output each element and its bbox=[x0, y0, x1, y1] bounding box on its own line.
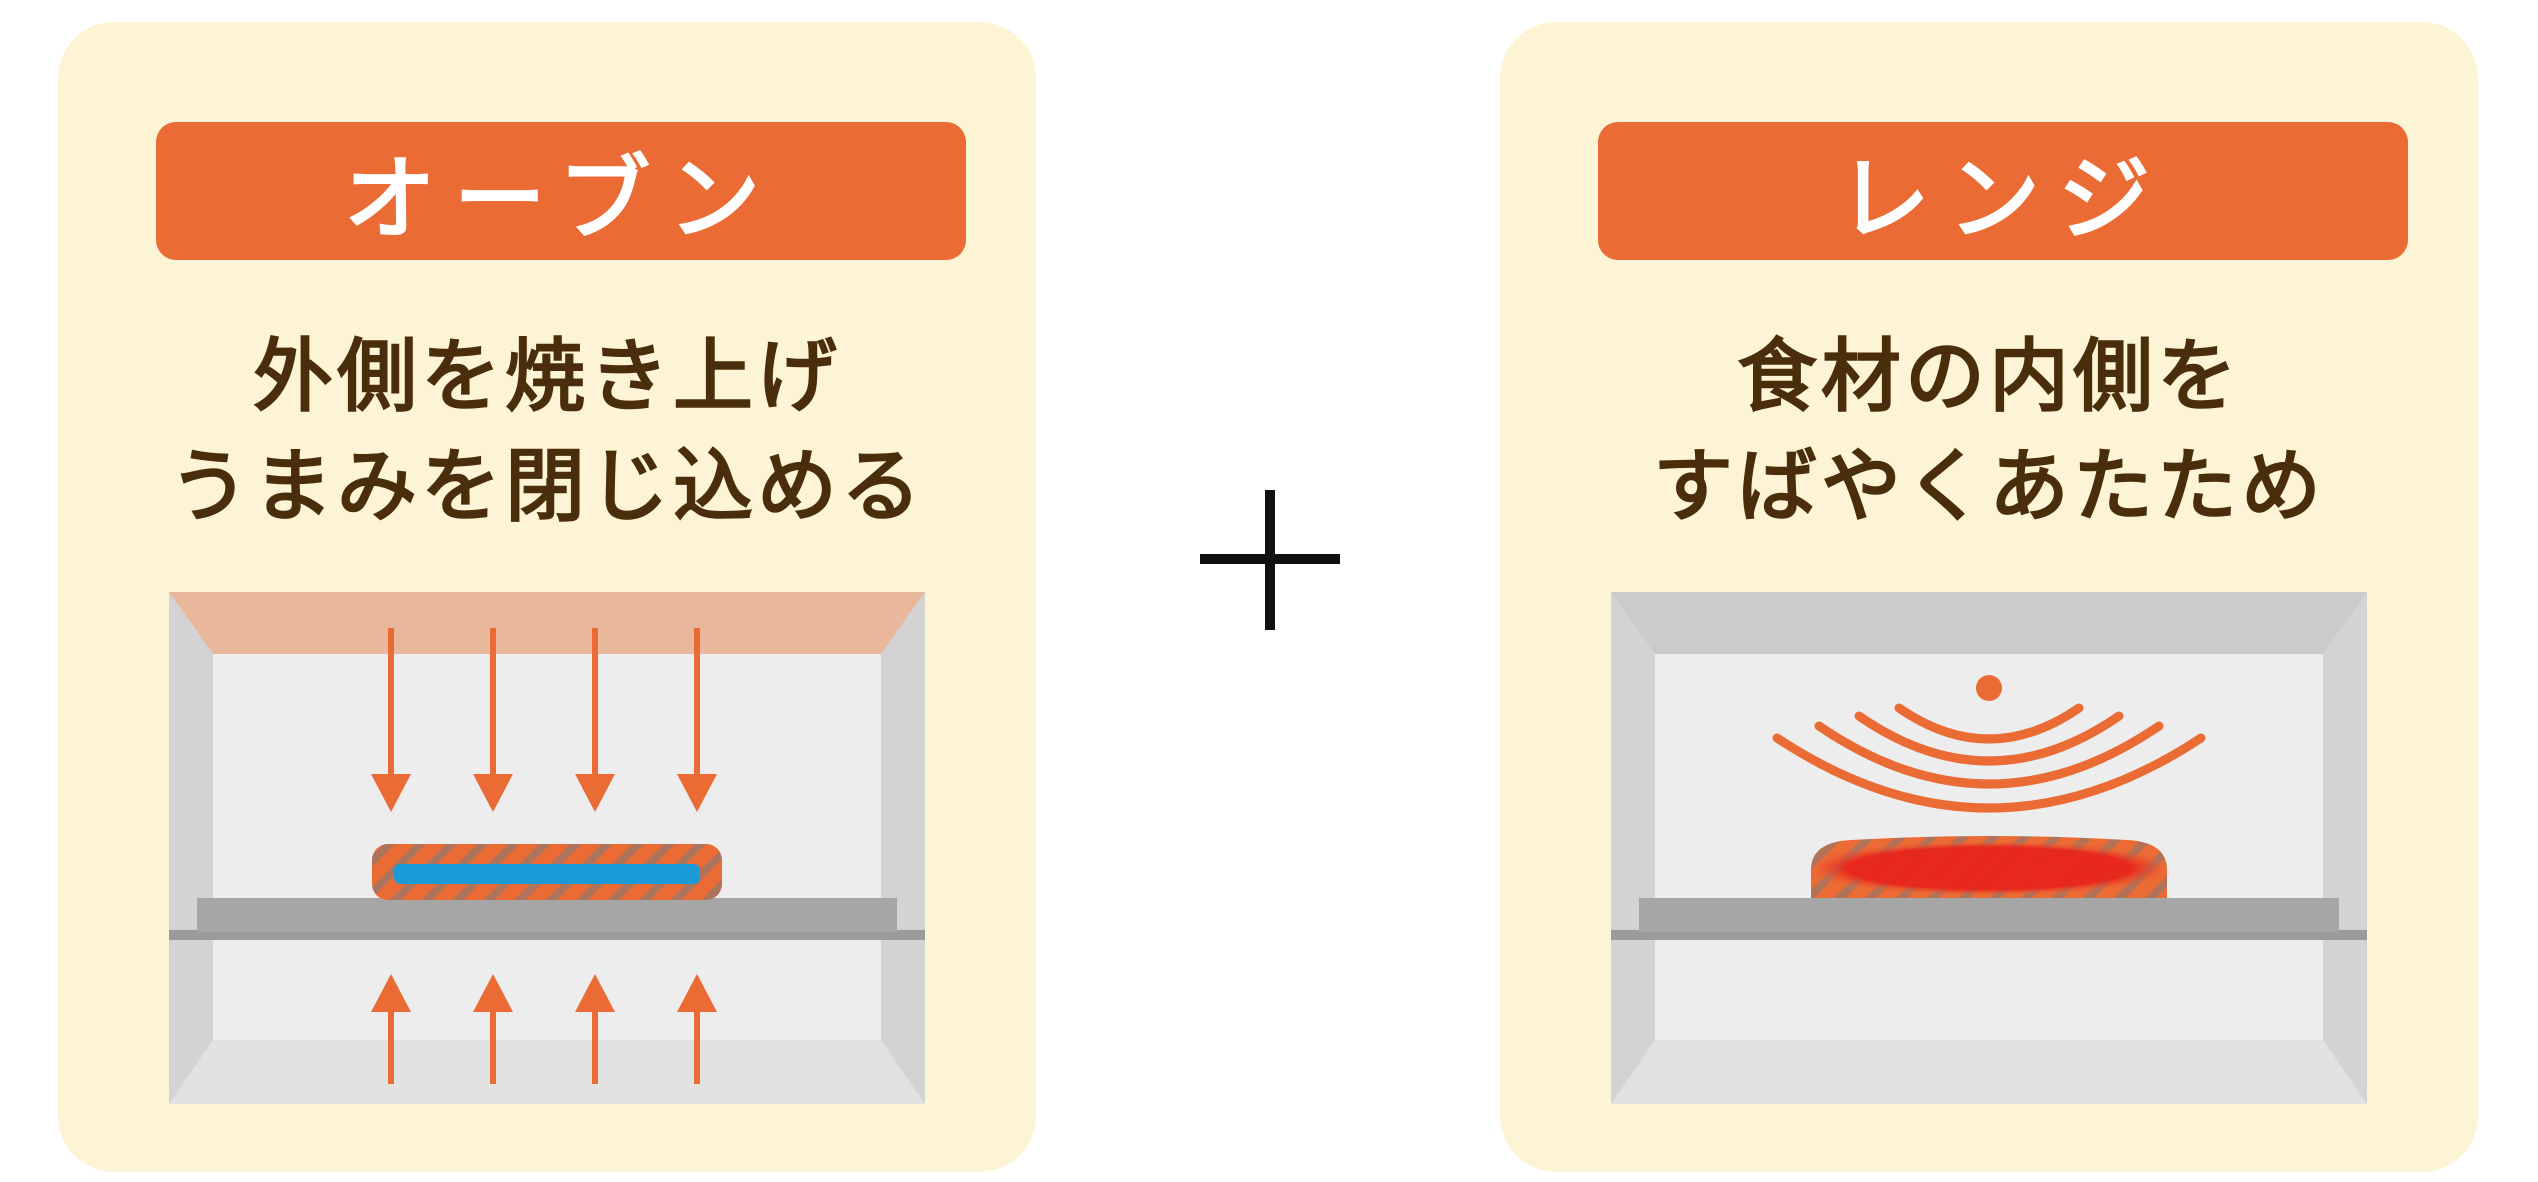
oven-description-line-2: うまみを閉じ込める bbox=[169, 440, 925, 533]
range-food-inner bbox=[1817, 842, 2161, 894]
oven-heat-arrows-bottom bbox=[371, 974, 717, 1084]
range-description-line-2: すばやくあたため bbox=[1653, 440, 2325, 533]
oven-left-wall bbox=[169, 592, 213, 1104]
range-left-wall bbox=[1611, 592, 1655, 1104]
oven-description-line-1: 外側を焼き上げ bbox=[253, 330, 841, 423]
range-top-wall bbox=[1611, 592, 2367, 654]
oven-floor bbox=[169, 1040, 925, 1104]
oven-title: オーブン bbox=[156, 122, 966, 260]
oven-tray bbox=[197, 898, 897, 932]
range-floor bbox=[1611, 1040, 2367, 1104]
oven-illustration bbox=[169, 592, 925, 1104]
range-right-wall bbox=[2323, 592, 2367, 1104]
oven-food-inner bbox=[394, 864, 700, 884]
range-card: レンジ 食材の内側を すばやくあたため bbox=[1500, 22, 2478, 1172]
oven-rack-rail bbox=[169, 930, 925, 940]
oven-card: オーブン 外側を焼き上げ うまみを閉じ込める bbox=[58, 22, 1036, 1172]
oven-right-wall bbox=[881, 592, 925, 1104]
range-title: レンジ bbox=[1598, 122, 2408, 260]
oven-top-heater bbox=[169, 592, 925, 654]
range-rack-rail bbox=[1611, 930, 2367, 940]
microwave-wave-icon bbox=[1772, 675, 2206, 813]
oven-heat-arrows-top bbox=[371, 628, 717, 812]
range-illustration bbox=[1611, 592, 2367, 1104]
range-description-line-1: 食材の内側を bbox=[1737, 330, 2241, 423]
plus-icon bbox=[1200, 490, 1340, 630]
range-tray bbox=[1639, 898, 2339, 932]
